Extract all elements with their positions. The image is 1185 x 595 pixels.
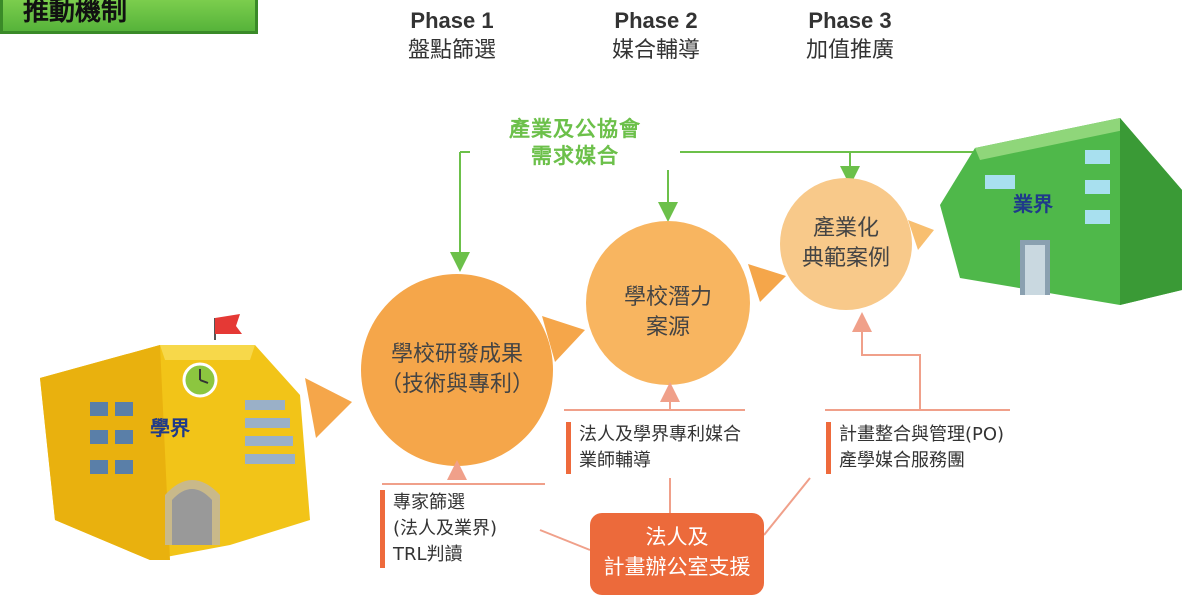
support-1-line-3: TRL判讀: [393, 544, 463, 565]
demand-matching-line-2: 需求媒合: [531, 144, 619, 168]
circle-2-line-1: 學校潛力: [623, 285, 712, 310]
phase-2-label: Phase 2: [614, 8, 698, 33]
academia-label: 學界: [150, 416, 190, 440]
support-box-2: 法人及學界專利媒合 業師輔導: [566, 422, 741, 474]
industry-building: [940, 118, 1182, 305]
phase-1-label: Phase 1: [410, 8, 494, 33]
circle-2-text: 學校潛力 案源: [588, 283, 748, 343]
support-1-line-2: (法人及業界): [393, 518, 498, 539]
circle-1-text: 學校研發成果 （技術與專利）: [361, 340, 553, 400]
demand-matching-line-1: 產業及公協會: [509, 117, 641, 141]
circle-2-line-2: 案源: [645, 315, 690, 340]
office-support-line-2: 計畫辦公室支援: [603, 555, 751, 579]
phase-2: Phase 2 媒合輔導: [576, 6, 736, 66]
office-support-box: 法人及 計畫辦公室支援: [590, 513, 764, 595]
circle-industrialization: [780, 178, 912, 310]
circle-3-text: 產業化 典範案例: [780, 214, 912, 274]
demand-matching-label: 產業及公協會 需求媒合: [470, 116, 680, 170]
support-2-line-1: 法人及學界專利媒合: [579, 424, 741, 445]
industry-label: 業界: [1013, 192, 1053, 216]
circle-1-line-1: 學校研發成果: [390, 342, 523, 367]
page-title: 推動機制: [0, 0, 258, 34]
support-3-line-2: 產學媒合服務團: [839, 450, 965, 471]
support-box-3: 計畫整合與管理(PO) 產學媒合服務團: [826, 422, 1004, 474]
phase-3: Phase 3 加值推廣: [770, 6, 930, 66]
support-3-line-1: 計畫整合與管理(PO): [839, 424, 1005, 445]
circle-3-line-2: 典範案例: [801, 246, 890, 271]
flow-arrows: [305, 220, 934, 438]
phase-2-name: 媒合輔導: [611, 38, 700, 63]
circle-research-results: [361, 274, 553, 466]
circle-1-line-2: （技術與專利）: [379, 372, 534, 397]
phase-1-name: 盤點篩選: [407, 38, 496, 63]
phase-3-name: 加值推廣: [805, 38, 894, 63]
support-box-1: 專家篩選 (法人及業界) TRL判讀: [380, 490, 497, 568]
office-support-line-1: 法人及: [645, 525, 709, 549]
circle-school-potential: [586, 221, 750, 385]
circle-3-line-1: 產業化: [812, 216, 879, 241]
phase-3-label: Phase 3: [808, 8, 892, 33]
academia-building: [40, 314, 310, 560]
phase-1: Phase 1 盤點篩選: [372, 6, 532, 66]
support-1-line-1: 專家篩選: [393, 492, 465, 513]
support-2-line-2: 業師輔導: [579, 450, 651, 471]
support-lines: [382, 312, 1010, 551]
